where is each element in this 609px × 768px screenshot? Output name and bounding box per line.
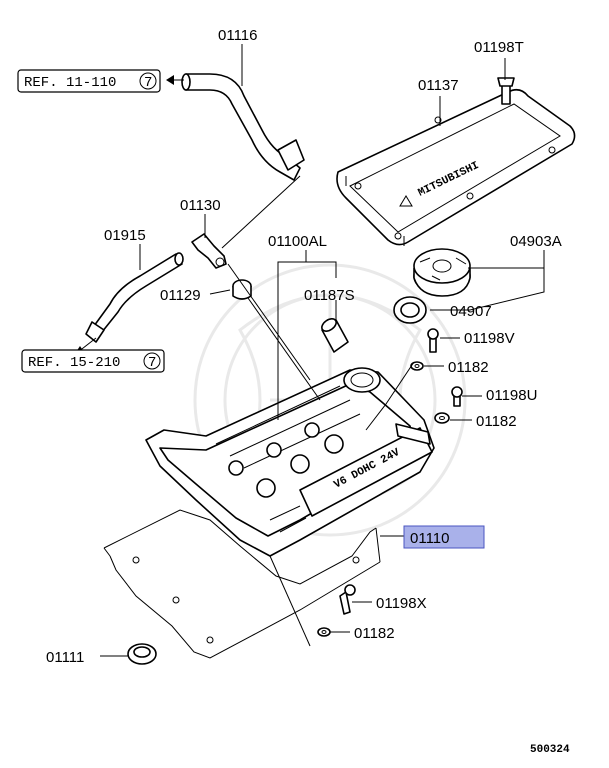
filler-cap-gasket-04907[interactable] bbox=[393, 296, 427, 324]
label-01100AL[interactable]: 01100AL bbox=[268, 233, 327, 250]
pcv-valve-01130[interactable] bbox=[191, 233, 227, 269]
diagram-code: 500324 bbox=[530, 744, 570, 756]
bolt-01198U[interactable] bbox=[451, 386, 463, 407]
oil-filler-cap-04903A[interactable] bbox=[413, 248, 471, 297]
washer-01182-c[interactable] bbox=[317, 627, 331, 637]
label-01187S[interactable]: 01187S bbox=[304, 287, 355, 304]
grommet-01129[interactable] bbox=[232, 279, 252, 300]
washer-01182-b[interactable] bbox=[434, 412, 450, 424]
ref-11-110-text: REF. 11-110 bbox=[24, 75, 116, 91]
label-01110[interactable]: 01110 bbox=[410, 530, 450, 547]
label-04903A[interactable]: 04903A bbox=[510, 233, 562, 250]
label-01198U[interactable]: 01198U bbox=[486, 387, 537, 404]
plug-tube-seal-01111[interactable] bbox=[127, 643, 157, 665]
label-01915[interactable]: 01915 bbox=[104, 227, 146, 244]
bolt-01198X[interactable] bbox=[339, 584, 356, 615]
label-01182-a[interactable]: 01182 bbox=[448, 359, 489, 376]
label-01182-c[interactable]: 01182 bbox=[354, 625, 395, 642]
label-01137[interactable]: 01137 bbox=[418, 77, 459, 94]
label-01129[interactable]: 01129 bbox=[160, 287, 201, 304]
part-labels: 01116 01198T 01137 01130 01915 01100AL 0… bbox=[46, 27, 562, 666]
label-04907[interactable]: 04907 bbox=[450, 303, 492, 320]
bolt-01198V[interactable] bbox=[427, 328, 439, 353]
highlight-01110 bbox=[403, 525, 485, 549]
label-01130[interactable]: 01130 bbox=[180, 197, 221, 214]
ref-11-110-circle: 7 bbox=[144, 75, 152, 91]
ref-15-210-circle: 7 bbox=[148, 355, 156, 371]
hose-01915[interactable] bbox=[85, 252, 184, 343]
bolt-01198T[interactable] bbox=[497, 77, 515, 105]
gasket-outline bbox=[103, 509, 381, 659]
label-01198X[interactable]: 01198X bbox=[376, 595, 427, 612]
ignition-cover-01137[interactable]: MITSUBISHI bbox=[336, 88, 576, 246]
leader-lines bbox=[74, 44, 545, 657]
label-01198V[interactable]: 01198V bbox=[464, 330, 515, 347]
label-01111[interactable]: 01111 bbox=[46, 649, 84, 666]
label-01198T[interactable]: 01198T bbox=[474, 39, 524, 56]
ref-box-11-110[interactable]: REF. 11-110 7 bbox=[17, 69, 161, 93]
label-01116[interactable]: 01116 bbox=[218, 27, 258, 44]
breather-hose-01116[interactable] bbox=[181, 73, 305, 181]
ref-box-15-210[interactable]: REF. 15-210 7 bbox=[21, 349, 165, 373]
label-01182-b[interactable]: 01182 bbox=[476, 413, 517, 430]
rocker-cover-01110[interactable]: V6 DOHC 24V bbox=[145, 367, 435, 557]
ref-15-210-text: REF. 15-210 bbox=[28, 355, 120, 371]
tube-01187S[interactable] bbox=[320, 316, 349, 353]
